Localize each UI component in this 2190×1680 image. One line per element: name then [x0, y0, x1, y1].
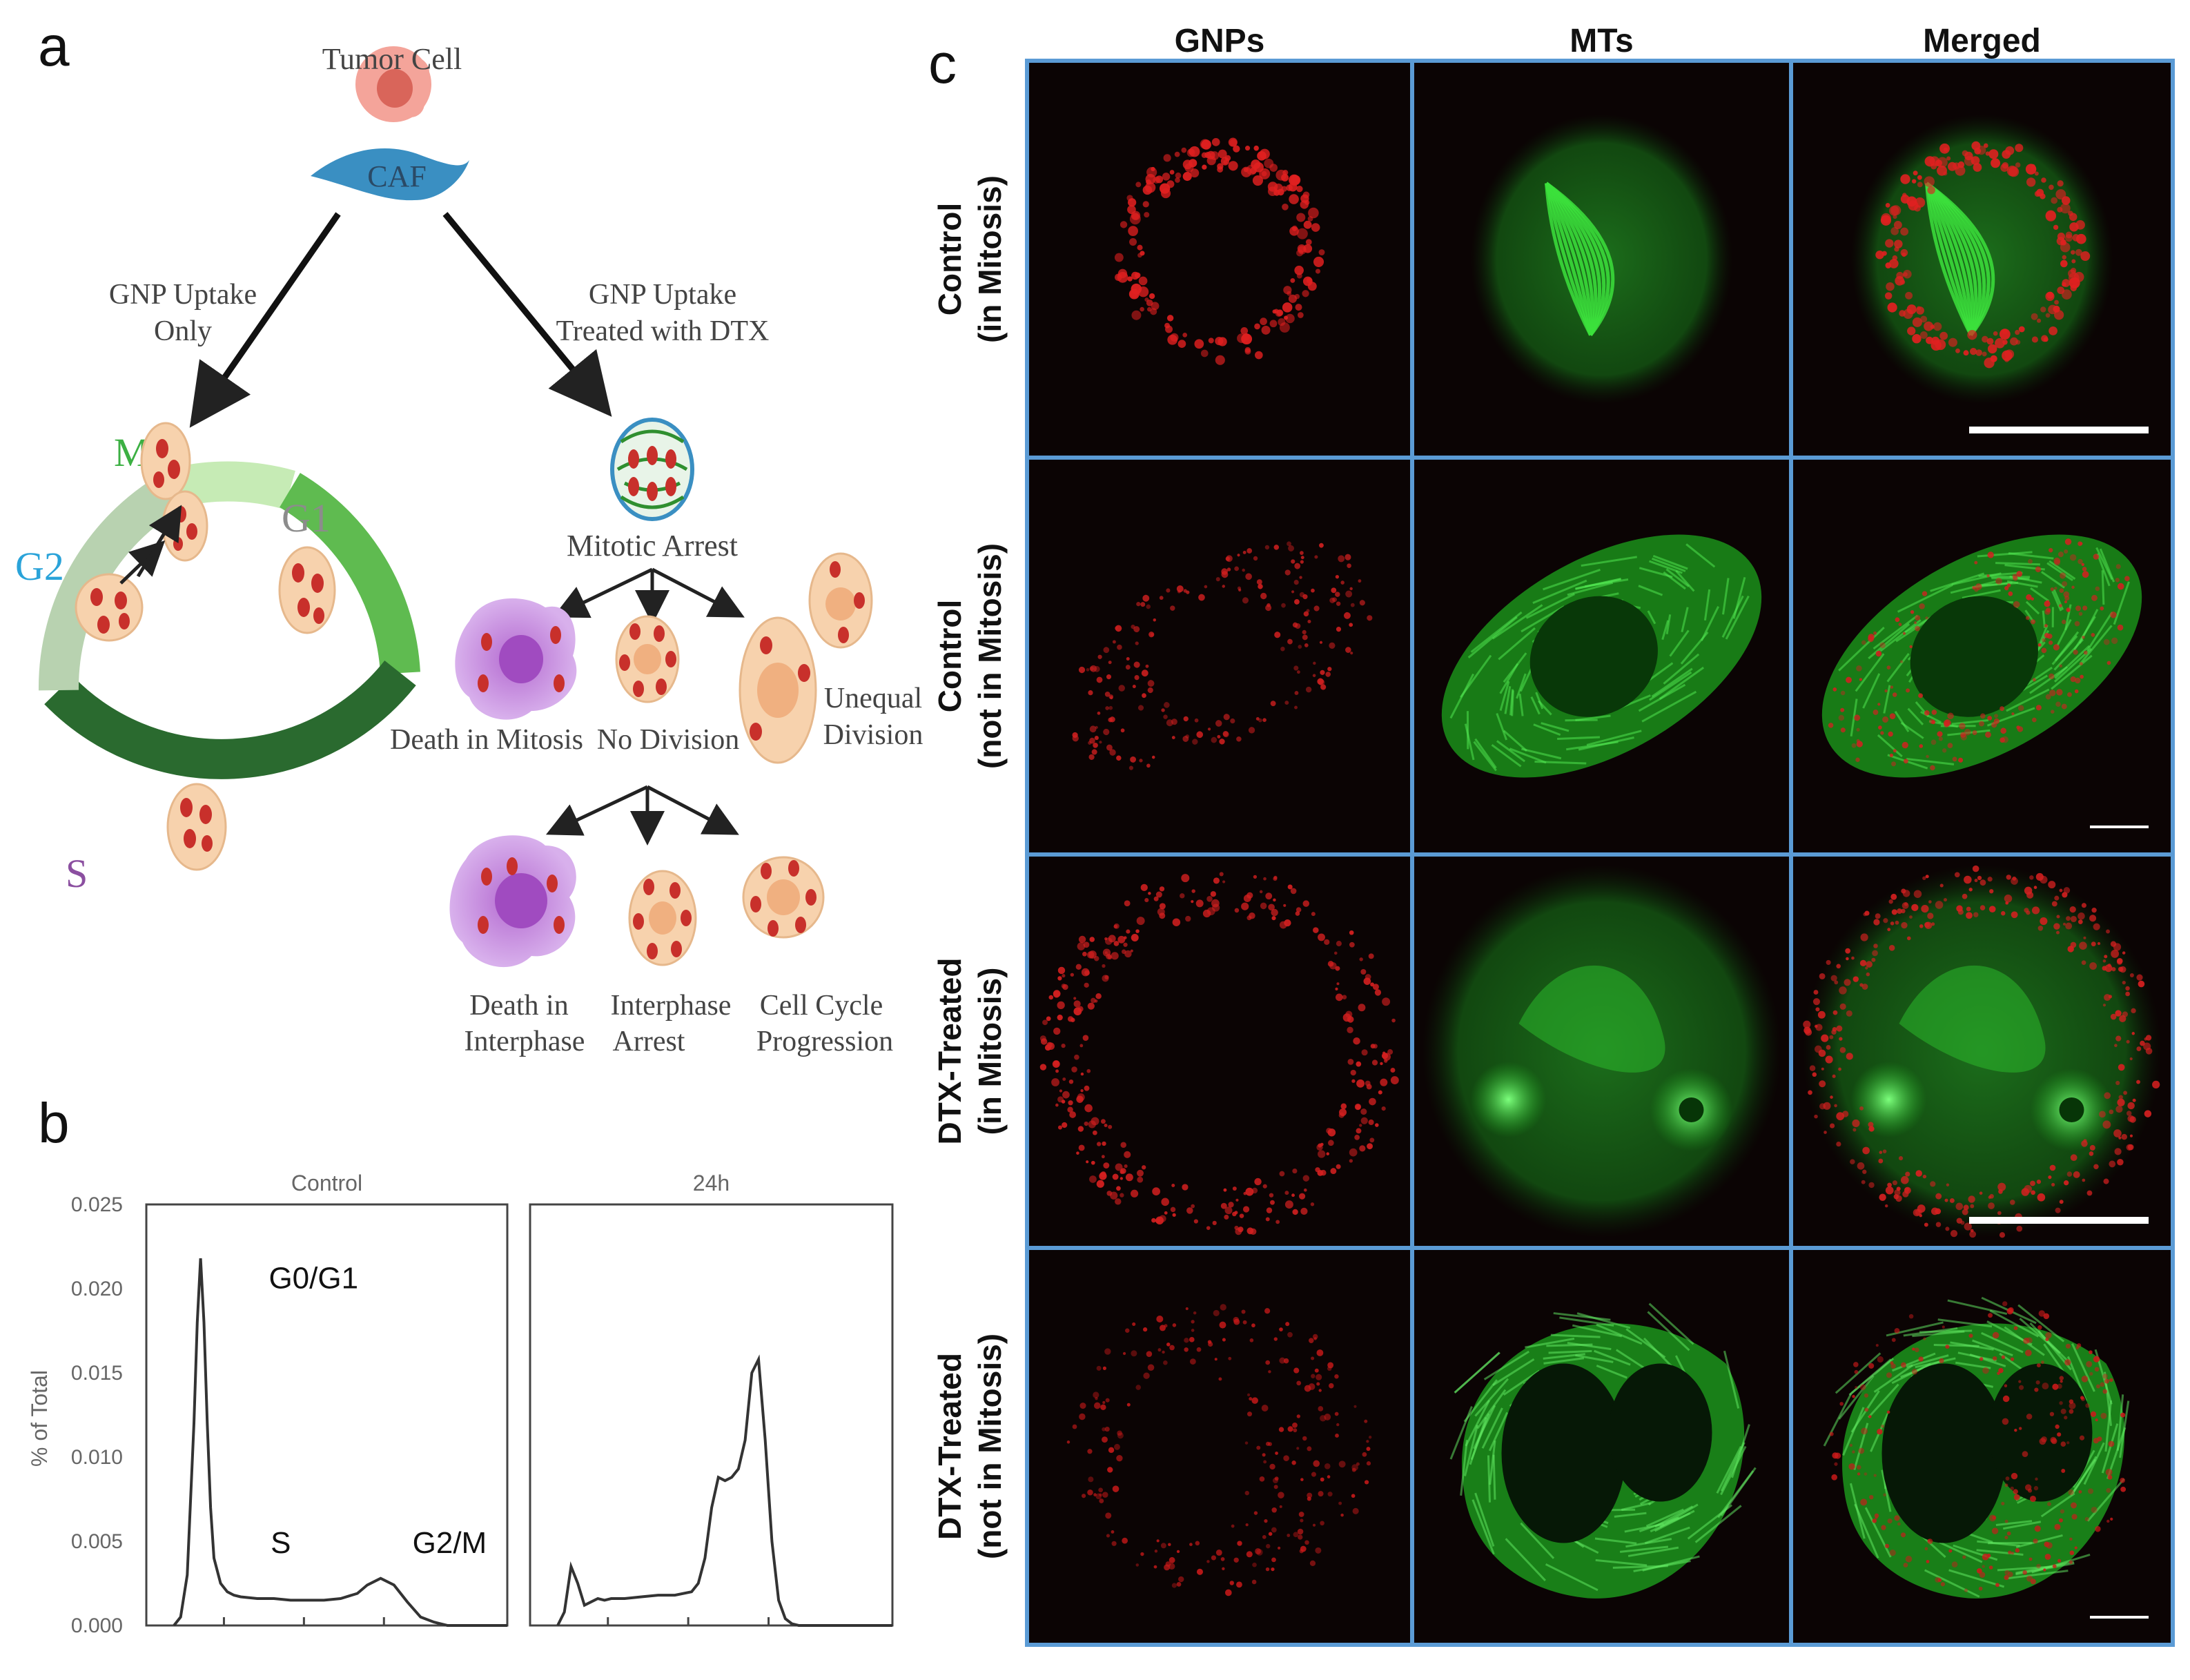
row-label: DTX-Treated — [932, 1353, 968, 1540]
phase-s-label: S — [66, 851, 88, 896]
panel-title: Control — [291, 1171, 362, 1195]
right-branch-label-1: GNP Uptake — [589, 279, 736, 311]
panel-letter-b: b — [38, 1092, 70, 1155]
row-label: Control — [932, 203, 968, 316]
arrow-left-branch — [189, 212, 341, 428]
micrograph-dtx-mitosis-gnps — [1025, 852, 1414, 1250]
micrograph-control-mitosis-mts — [1410, 59, 1793, 460]
tumor-cell-icon — [355, 46, 431, 122]
arrow-g2-to-m-2 — [136, 505, 182, 578]
cell-icon-g2 — [75, 573, 144, 642]
micrograph-control-mitosis-gnps — [1025, 59, 1414, 460]
row-label: DTX-Treated — [932, 958, 968, 1145]
micrograph-dtx-mitosis-merged — [1789, 852, 2175, 1250]
interphase-arrest-label-1: Interphase — [611, 990, 732, 1022]
y-tick-label: 0.015 — [71, 1362, 123, 1385]
death-in-mitosis-label: Death in Mitosis — [390, 724, 583, 756]
y-tick-label: 0.020 — [71, 1278, 123, 1300]
no-division-label: No Division — [597, 724, 740, 756]
micrograph-dtx-interphase-mts — [1410, 1246, 1793, 1647]
arrow-to-cell-cycle-progression — [646, 785, 739, 835]
death-in-interphase-label-1: Death in — [469, 990, 568, 1022]
row-label: (in Mitosis) — [972, 968, 1008, 1135]
micrograph-dtx-interphase-merged — [1789, 1246, 2175, 1647]
y-ticks: 0.025 0.020 0.015 0.010 0.005 0.000 — [71, 1193, 123, 1637]
cell-icon-m — [140, 422, 191, 500]
micrograph-control-interphase-gnps — [1025, 456, 1414, 857]
death-in-interphase-cell-icon — [449, 835, 576, 968]
left-branch-label-1: GNP Uptake — [109, 279, 257, 311]
cell-icon-g1 — [278, 546, 336, 634]
histogram-line — [173, 1258, 507, 1627]
peak-annotation: G2/M — [413, 1526, 487, 1560]
micrograph-control-interphase-mts — [1410, 456, 1793, 857]
micrograph-control-interphase-merged — [1789, 456, 2175, 857]
row-label: Control — [932, 600, 968, 713]
peak-annotation: S — [271, 1526, 291, 1560]
y-axis-label: % of Total — [27, 1370, 52, 1467]
caf-label: CAF — [367, 159, 427, 193]
unequal-division-cell-icon — [739, 552, 873, 764]
histogram-panel-24h: 24h — [529, 1171, 894, 1627]
panel-title: 24h — [693, 1171, 730, 1195]
panel-a: a Tumor Cell CAF GNP Uptake Only GNP Upt… — [15, 15, 923, 1057]
unequal-division-label-2: Division — [823, 719, 923, 751]
plot-frame — [529, 1203, 894, 1627]
phase-g1-label: G1 — [282, 496, 331, 540]
right-branch-label-2: Treated with DTX — [556, 315, 770, 347]
y-tick-label: 0.025 — [71, 1193, 123, 1216]
arrow-right-branch — [442, 212, 612, 417]
row-labels: Control(in Mitosis)Control(not in Mitosi… — [932, 175, 1008, 1559]
panel-letter-c: c — [928, 32, 957, 95]
histogram-line — [556, 1354, 892, 1627]
caf-icon — [311, 148, 469, 201]
micrograph-grid — [1025, 59, 2175, 1647]
arrow-to-death-interphase — [545, 785, 649, 836]
column-header: GNPs — [1175, 23, 1265, 59]
arrow-to-unequal-division — [651, 567, 745, 618]
column-headers: GNPs MTs Merged — [1175, 23, 2041, 59]
panel-b: b % of Total 0.0250.0200.0150.0100.0050.… — [27, 1092, 894, 1637]
no-division-cell-icon — [615, 615, 680, 703]
cell-cycle-progression-cell-icon — [742, 856, 825, 939]
cell-cycle-progression-label-1: Cell Cycle — [760, 990, 883, 1022]
phase-g2-label: G2 — [15, 544, 64, 589]
left-branch-label-2: Only — [154, 315, 212, 347]
column-header: MTs — [1570, 23, 1633, 59]
mitotic-arrest-cell-icon — [610, 418, 694, 521]
micrograph-control-mitosis-merged — [1789, 59, 2175, 460]
tumor-cell-label: Tumor Cell — [322, 42, 462, 76]
cell-cycle-progression-label-2: Progression — [756, 1026, 893, 1057]
panel-letter-a: a — [38, 15, 70, 78]
mitotic-arrest-label: Mitotic Arrest — [567, 529, 738, 563]
micrograph-dtx-mitosis-mts — [1410, 852, 1793, 1250]
interphase-arrest-label-2: Arrest — [613, 1026, 685, 1057]
arrow-to-death-mitosis — [552, 567, 654, 618]
y-tick-label: 0.005 — [71, 1530, 123, 1553]
micrograph-frame — [1789, 1246, 2175, 1647]
column-header: Merged — [1923, 23, 2041, 59]
y-tick-label: 0.000 — [71, 1614, 123, 1637]
death-in-mitosis-cell-icon — [455, 598, 577, 720]
row-label: (in Mitosis) — [972, 175, 1008, 343]
y-tick-label: 0.010 — [71, 1446, 123, 1469]
micrograph-dtx-interphase-gnps — [1025, 1246, 1414, 1647]
peak-annotation: G0/G1 — [268, 1261, 358, 1295]
interphase-arrest-cell-icon — [628, 870, 697, 966]
row-label: (not in Mitosis) — [972, 1334, 1008, 1559]
unequal-division-label-1: Unequal — [824, 683, 922, 714]
death-in-interphase-label-2: Interphase — [465, 1026, 585, 1057]
row-label: (not in Mitosis) — [972, 543, 1008, 769]
cell-icon-s — [166, 783, 227, 871]
